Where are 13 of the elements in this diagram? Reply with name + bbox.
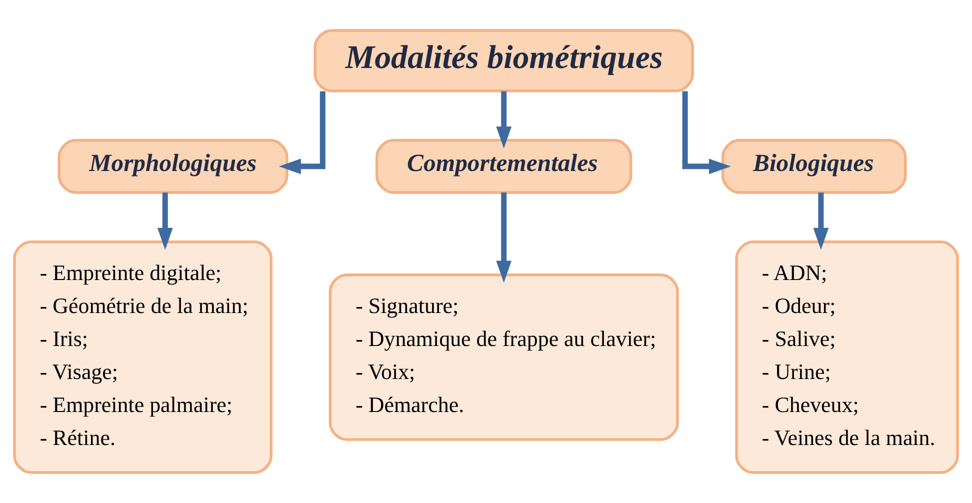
arrow [496, 91, 512, 148]
node-box: Comportementales [376, 138, 632, 194]
arrow [278, 91, 326, 174]
node-box: - Empreinte digitale; - Géométrie de la main; - Iris; - Visage; - Empreinte palmaire; - Rétine. [13, 240, 273, 474]
arrow [157, 192, 173, 250]
node-box: Morphologiques [58, 138, 288, 194]
node-box: - Signature; - Dynamique de frappe au clavier; - Voix; - Démarche. [328, 273, 679, 441]
arrow [813, 192, 829, 250]
arrow [496, 192, 512, 283]
node-box: - ADN; - Odeur; - Salive; - Urine; - Cheveux; - Veines de la main. [735, 240, 959, 474]
arrow [682, 91, 732, 174]
node-box: Modalités biométriques [314, 29, 694, 92]
node-box: Biologiques [721, 138, 907, 194]
